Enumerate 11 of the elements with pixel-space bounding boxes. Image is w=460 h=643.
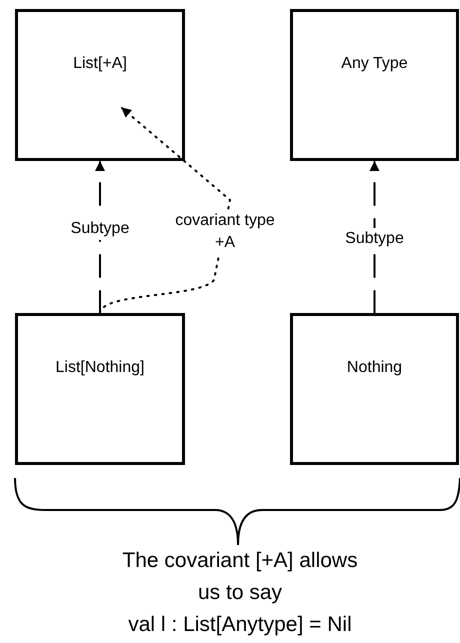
code-text: val l : List[Anytype] = Nil xyxy=(128,612,352,638)
type-box xyxy=(290,313,459,465)
type-name: List[+A] xyxy=(73,54,127,74)
type-box xyxy=(15,313,185,465)
dotted-arrow xyxy=(99,107,231,314)
edge-label: Subtype xyxy=(68,218,132,240)
type-name: Any Type xyxy=(341,54,408,74)
type-box xyxy=(15,9,185,161)
type-box xyxy=(290,9,459,161)
type-name: Nothing xyxy=(346,358,402,378)
type-name: List[Nothing] xyxy=(56,358,144,378)
